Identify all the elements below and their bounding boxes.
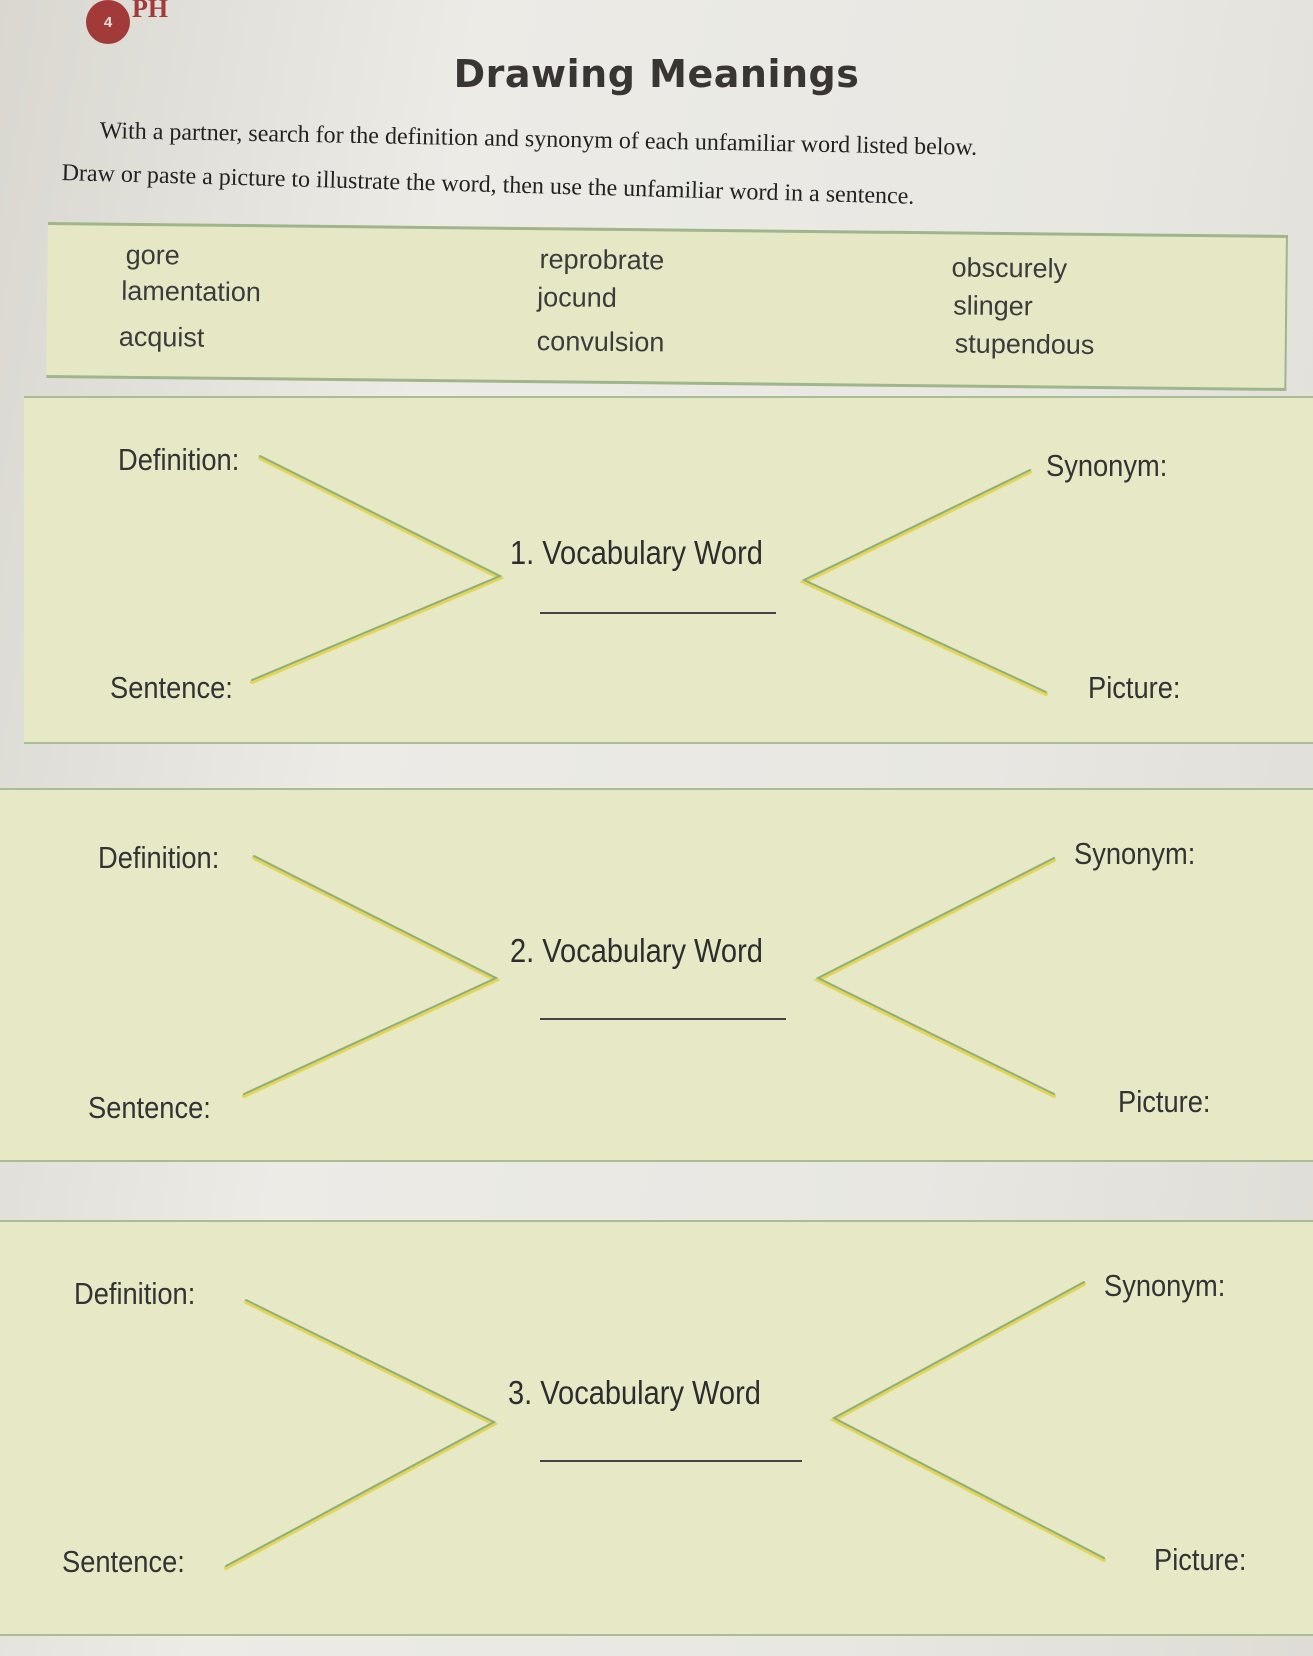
- vocab-organizer-1: Definition: Synonym: 1. Vocabulary Word …: [24, 396, 1313, 744]
- corner-heading-fragment: PH: [132, 0, 169, 23]
- word-bank: gore lamentation acquist reprobrate jocu…: [46, 222, 1288, 391]
- picture-label: Picture:: [1118, 1084, 1211, 1119]
- word-bank-item: slinger: [953, 290, 1033, 322]
- organizer-connector-lines: [250, 455, 1048, 696]
- page-badge: 4: [86, 0, 130, 44]
- vocab-word-heading: 3. Vocabulary Word: [508, 1374, 761, 1411]
- word-bank-item: gore: [125, 239, 180, 271]
- word-bank-item: acquist: [118, 321, 205, 353]
- vocab-word-blank[interactable]: [540, 612, 776, 614]
- synonym-label: Synonym:: [1046, 448, 1168, 483]
- definition-label: Definition:: [74, 1276, 196, 1311]
- organizer-connector-lines: [242, 855, 1056, 1098]
- sentence-label: Sentence:: [62, 1544, 185, 1579]
- synonym-label: Synonym:: [1104, 1268, 1226, 1303]
- definition-label: Definition:: [98, 840, 220, 875]
- vocab-word-heading: 1. Vocabulary Word: [510, 534, 763, 571]
- word-bank-item: obscurely: [951, 252, 1068, 284]
- definition-label: Definition:: [118, 442, 240, 477]
- word-bank-item: lamentation: [121, 275, 262, 308]
- word-bank-item: stupendous: [954, 328, 1095, 360]
- sentence-label: Sentence:: [110, 670, 233, 705]
- picture-label: Picture:: [1088, 670, 1181, 705]
- synonym-label: Synonym:: [1074, 836, 1196, 871]
- word-bank-item: jocund: [537, 282, 617, 313]
- vocab-organizer-3: Definition: Synonym: 3. Vocabulary Word …: [0, 1220, 1313, 1636]
- vocab-word-blank[interactable]: [540, 1018, 786, 1020]
- organizer-connector-lines: [224, 1281, 1106, 1570]
- vocab-word-heading: 2. Vocabulary Word: [510, 932, 763, 969]
- vocab-word-blank[interactable]: [540, 1460, 802, 1462]
- picture-label: Picture:: [1154, 1542, 1247, 1577]
- vocab-organizer-2: Definition: Synonym: 2. Vocabulary Word …: [0, 788, 1313, 1162]
- sentence-label: Sentence:: [88, 1090, 211, 1125]
- word-bank-item: reprobrate: [539, 244, 665, 276]
- page-title: Drawing Meanings: [453, 52, 860, 96]
- word-bank-item: convulsion: [536, 326, 665, 358]
